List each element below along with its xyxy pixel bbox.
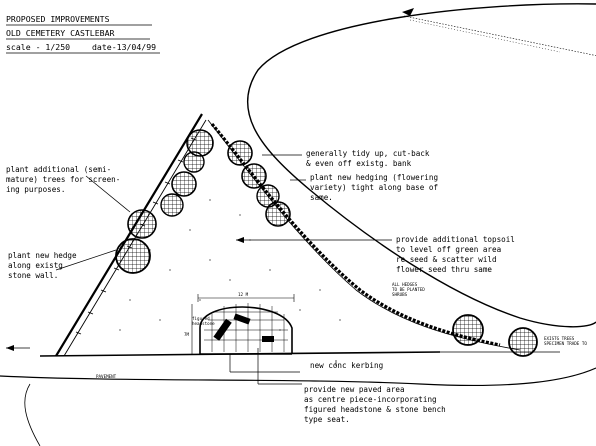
leader-arrows <box>6 237 244 351</box>
headstone-label-2: headstone <box>192 321 215 326</box>
note-paved-area-4: type seat. <box>304 415 350 424</box>
notes: plant additional (semi- mature) trees fo… <box>6 149 515 424</box>
road-edge-curve <box>246 3 596 328</box>
note-new-hedging-1: plant new hedging (flowering <box>310 173 438 182</box>
note-tidy-bank-2: & even off existg. bank <box>306 159 412 168</box>
pavement-label: PAVEMENT <box>96 374 117 379</box>
note-plant-trees-1: plant additional (semi- <box>6 165 111 174</box>
width-dimension-label: 12 M <box>238 292 249 297</box>
north-arrow-icon <box>402 8 596 56</box>
note-topsoil-4: flower seed thru same <box>396 265 492 274</box>
title-line-2: OLD CEMETERY CASTLEBAR <box>6 28 115 38</box>
note-plant-trees-3: ing purposes. <box>6 185 65 194</box>
note-plant-hedge-1: plant new hedge <box>8 251 77 260</box>
note-new-hedging-2: variety) tight along base of <box>310 183 438 192</box>
note-plant-hedge-2: along existg <box>8 261 63 270</box>
title-line-1: PROPOSED IMPROVEMENTS <box>6 14 110 24</box>
date-label: date-13/04/99 <box>92 42 156 52</box>
note-paved-area-1: provide new paved area <box>304 385 405 394</box>
hedge-note-3: SHRUBS <box>392 292 408 297</box>
note-topsoil-2: to level off green area <box>396 245 501 254</box>
scale-label: scale - 1/250 <box>6 42 70 52</box>
pavement-edge <box>0 367 596 446</box>
headstone-label-1: figured <box>192 316 210 321</box>
note-plant-hedge-3: stone wall. <box>8 271 58 280</box>
note-paved-area-3: figured headstone & stone bench <box>304 405 446 414</box>
existing-trees-label-1: EXISTG TREES <box>544 336 575 341</box>
note-plant-trees-2: mature) trees for screen- <box>6 175 120 184</box>
depth-dimension-label: 7M <box>184 332 190 337</box>
paved-area-plan <box>191 294 295 355</box>
tree-symbol-icon <box>115 129 538 357</box>
note-paved-area-2: as centre piece-incorporating <box>304 395 437 404</box>
hedge-note-1: ALL HEDGES <box>392 282 418 287</box>
note-topsoil-3: re seed & scatter wild <box>396 255 497 264</box>
hedge-note-2: TO BE PLANTED <box>392 287 425 292</box>
existing-trees-label-2: SPECIMEN TRADE TO <box>544 341 587 346</box>
plot-boundary <box>39 113 560 357</box>
leader-lines <box>6 154 392 385</box>
green-area-stipple <box>119 189 341 331</box>
note-tidy-bank-1: generally tidy up, cut-back <box>306 149 430 158</box>
note-kerbing: new conc kerbing <box>310 361 383 370</box>
note-topsoil-1: provide additional topsoil <box>396 235 515 244</box>
title-block: PROPOSED IMPROVEMENTS OLD CEMETERY CASTL… <box>6 14 160 54</box>
note-new-hedging-3: same. <box>310 193 333 202</box>
small-labels: 12 M figured headstone 7M EXISTG TREES S… <box>96 282 587 379</box>
